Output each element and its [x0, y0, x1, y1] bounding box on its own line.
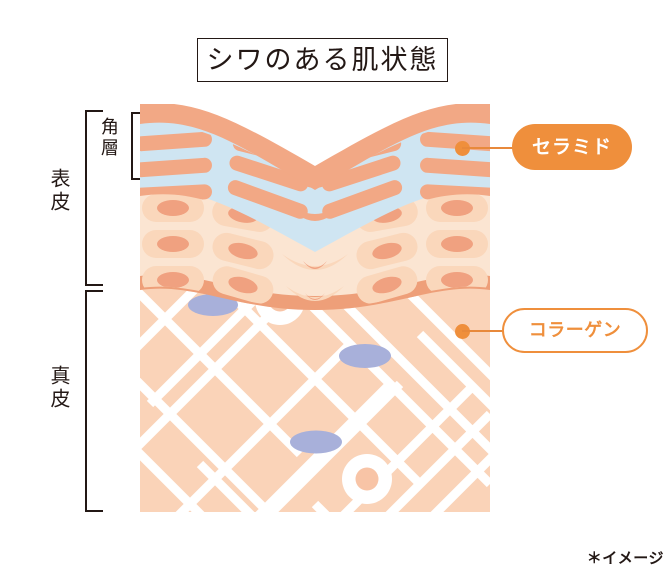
elastin-oval: [290, 430, 342, 454]
epidermis-cell: [356, 232, 418, 270]
epidermis-cell: [356, 266, 418, 304]
elastin-oval: [188, 294, 238, 316]
epidermis-cell: [282, 254, 348, 270]
epidermis-cell: [212, 266, 274, 304]
skin-surface-band: [140, 104, 490, 190]
callout-label-ceramide[interactable]: セラミド: [512, 124, 632, 170]
bracket-stratum-corneum: [131, 112, 144, 180]
ceramide-dash: [140, 157, 212, 178]
diagram-title-box: シワのある肌状態: [197, 38, 448, 82]
callout-line-ceramide: [462, 147, 518, 150]
ceramide-dash: [227, 180, 308, 219]
ceramide-dash: [140, 131, 212, 152]
skin-cross-section-svg: [140, 104, 490, 512]
bracket-dermis: [85, 290, 103, 512]
footnote-image-note: ＊イメージ: [586, 549, 664, 567]
ceramide-dash: [321, 155, 401, 192]
callout-line-collagen: [462, 330, 510, 333]
callout-label-collagen[interactable]: コラーゲン: [502, 308, 648, 353]
epidermis-cell: [212, 232, 274, 270]
ceramide-dash: [420, 157, 490, 178]
elastin-oval: [339, 344, 391, 368]
dermis-layer: [140, 176, 490, 512]
layer-label-dermis: 真皮: [47, 365, 71, 411]
collagen-fiber-network: [140, 288, 490, 512]
ceramide-dash: [322, 180, 403, 219]
ceramide-dash: [229, 155, 309, 192]
callout-label-ceramide-text: セラミド: [531, 135, 612, 158]
epidermis-cell: [426, 230, 488, 258]
layer-label-epidermis: 表皮: [47, 168, 71, 214]
epidermis-cell: [142, 194, 204, 222]
callout-label-collagen-text: コラーゲン: [528, 319, 622, 341]
epidermis-cell: [426, 194, 488, 222]
diagram-title: シワのある肌状態: [206, 44, 439, 76]
elastin-cells: [188, 294, 391, 454]
epidermis-cell: [286, 286, 344, 301]
stratum-corneum-background: [140, 116, 490, 252]
epidermis-cell: [142, 230, 204, 258]
skin-cross-section: [140, 104, 490, 512]
bracket-epidermis: [85, 110, 103, 286]
layer-label-stratum-corneum: 角層: [97, 117, 119, 159]
collagen-ring: [342, 454, 392, 504]
